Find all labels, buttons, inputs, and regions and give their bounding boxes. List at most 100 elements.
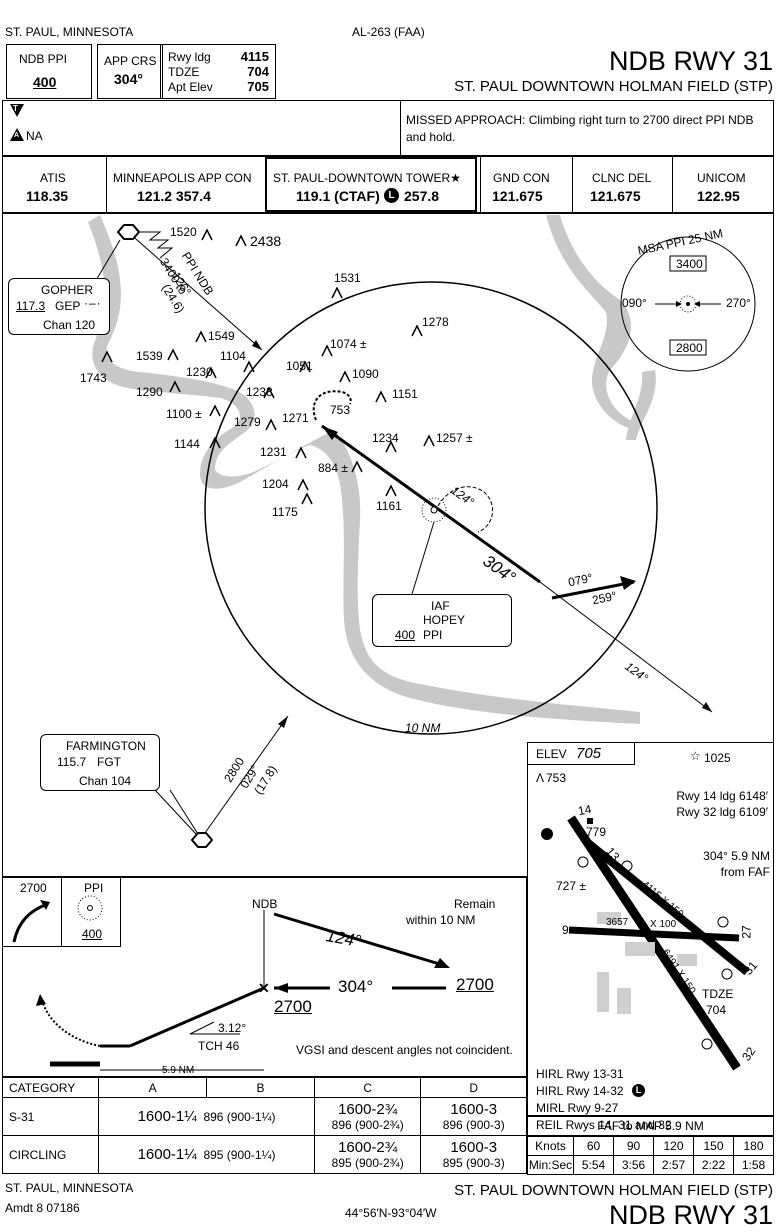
comm-ground-name: GND CON xyxy=(493,171,550,185)
msa-ndb-icon xyxy=(679,295,697,313)
msa-circle xyxy=(620,236,756,372)
timing-time: 2:57 xyxy=(653,1155,694,1175)
ndb-label: NDB PPI xyxy=(19,52,68,66)
farmington-name: FARMINGTON xyxy=(66,739,146,753)
obstacle-elev: 1539 xyxy=(136,349,163,363)
profile-pt-alt: 2700 xyxy=(456,975,494,994)
obstacle-left-icon: Λ xyxy=(536,771,545,785)
ndb-frequency: 400 xyxy=(33,74,57,90)
hopey-box: IAF HOPEY 400 PPI xyxy=(372,594,512,647)
comm-tower-name: ST. PAUL-DOWNTOWN TOWER★ xyxy=(273,171,461,185)
procedure-turn xyxy=(437,486,493,533)
footer-amendment: Amdt 8 07186 xyxy=(5,1201,80,1215)
divider xyxy=(106,156,107,213)
app-crs-box: APP CRS 304° xyxy=(97,44,163,99)
timing-time: 3:56 xyxy=(613,1155,654,1175)
part-time-icon: L xyxy=(384,188,399,203)
faf-note-1: 304° 5.9 NM xyxy=(703,849,770,863)
msa-arrow xyxy=(676,301,682,307)
alternate-symbol: A xyxy=(14,132,20,139)
obstacle-elev: 1279 xyxy=(234,415,261,429)
hopey-name: HOPEY xyxy=(423,613,466,627)
rwy-9-27-width: X 100 xyxy=(650,919,677,930)
timing-time: 5:54 xyxy=(573,1155,614,1175)
minima-header: D xyxy=(420,1077,527,1098)
gopher-box: GOPHER 117.3 GEP ·–· Chan 120 xyxy=(8,278,110,335)
divider xyxy=(572,156,573,213)
footer-coords: 44°56′N-93°04′W xyxy=(345,1206,437,1220)
msa-north-alt: 3400 xyxy=(676,257,703,271)
ten-nm-ring xyxy=(204,281,658,735)
ma-fix-box xyxy=(61,877,121,947)
profile-view xyxy=(2,877,527,1077)
ring-label: 10 NM xyxy=(405,721,441,735)
minima-d-main: 1600-3 xyxy=(450,1139,498,1156)
procedure-number: AL-263 (FAA) xyxy=(352,25,425,39)
farmington-vortac-icon xyxy=(190,832,214,848)
minima-c-sub: 896 (900-2¾) xyxy=(331,1118,404,1132)
lighting-3: MIRL Rwy 9-27 xyxy=(536,1101,619,1115)
rwy-light-icon xyxy=(721,968,733,980)
obstacle-elev: 1175 xyxy=(272,505,298,519)
hopey-freq: 400 xyxy=(395,628,416,642)
comm-atis-freq: 118.35 xyxy=(26,188,69,204)
obstacle-elev: 1743 xyxy=(80,371,107,385)
hopey-ident: PPI xyxy=(423,628,443,642)
msa-left-bearing: 090° xyxy=(622,296,647,310)
rwy-light-icon xyxy=(621,860,633,872)
airport-name: ST. PAUL DOWNTOWN HOLMAN FIELD (STP) xyxy=(454,78,773,95)
obstacle-727: 727 ± xyxy=(556,879,586,893)
gopher-vortac-icon xyxy=(116,224,141,240)
rwy-ldg-label: Rwy ldg xyxy=(168,50,211,64)
runway-9-27 xyxy=(568,926,740,942)
takeoff-minimums-icon xyxy=(10,104,24,117)
obstacle-elev: 1231 xyxy=(260,445,287,459)
apt-elev-value: 705 xyxy=(247,79,269,94)
farmington-ident: FGT xyxy=(97,755,121,769)
tdze-label: TDZE xyxy=(168,65,200,79)
footer-location: ST. PAUL, MINNESOTA xyxy=(5,1181,134,1195)
minima-ab-main: 1600-1¼ xyxy=(137,1108,197,1125)
ma-freq: 400 xyxy=(82,927,103,941)
timing-title: FAF to MAP 5.9 NM xyxy=(527,1116,774,1136)
missed-approach-turn xyxy=(312,390,352,421)
timing-time: 1:58 xyxy=(733,1155,774,1175)
obstacle-elev: 1290 xyxy=(136,385,163,399)
comm-ground-freq: 121.675 xyxy=(492,188,543,204)
minima-header: A xyxy=(98,1077,208,1098)
timing-knots: 150 xyxy=(693,1136,734,1156)
ndb-symbol: ✕ xyxy=(258,980,270,996)
timing-knots: 90 xyxy=(613,1136,654,1156)
minima-d-main: 1600-3 xyxy=(450,1101,498,1118)
vgsi-line xyxy=(189,1021,215,1035)
river xyxy=(626,370,656,440)
outbound-arrow xyxy=(702,702,712,712)
divider xyxy=(480,156,481,213)
obstacle-star-icon: ☆ xyxy=(690,749,701,763)
ma-alt: 2700 xyxy=(20,881,47,895)
tower-box xyxy=(265,157,477,212)
obstacle-elev: 1090 xyxy=(352,367,379,381)
minima-header: B xyxy=(206,1077,315,1098)
footer-title: NDB RWY 31 xyxy=(608,1200,773,1230)
profile-inbound: 304° xyxy=(338,977,374,996)
farmington-freq: 115.7 xyxy=(57,755,87,769)
minima-c-main: 1600-2¾ xyxy=(338,1139,398,1156)
procedure-title: NDB RWY 31 xyxy=(608,46,773,76)
timing-time: 2:22 xyxy=(693,1155,734,1175)
beacon-icon xyxy=(541,828,553,840)
minima-ab-sub: 895 (900-1¼) xyxy=(203,1148,276,1162)
elev-value: 705 xyxy=(576,745,602,762)
obstacle-elev: 1100 ± xyxy=(166,407,202,421)
runway-13-31 xyxy=(584,838,750,976)
gopher-name: GOPHER xyxy=(41,283,94,297)
comm-atis-name: ATIS xyxy=(40,171,66,185)
gopher-ident: GEP xyxy=(55,299,81,313)
comm-unicom-name: UNICOM xyxy=(697,171,746,185)
farmington-leader xyxy=(169,789,199,835)
part-time-icon: L xyxy=(632,1084,645,1097)
farmington-leader xyxy=(154,789,197,835)
alternate-na: NA xyxy=(26,129,43,143)
